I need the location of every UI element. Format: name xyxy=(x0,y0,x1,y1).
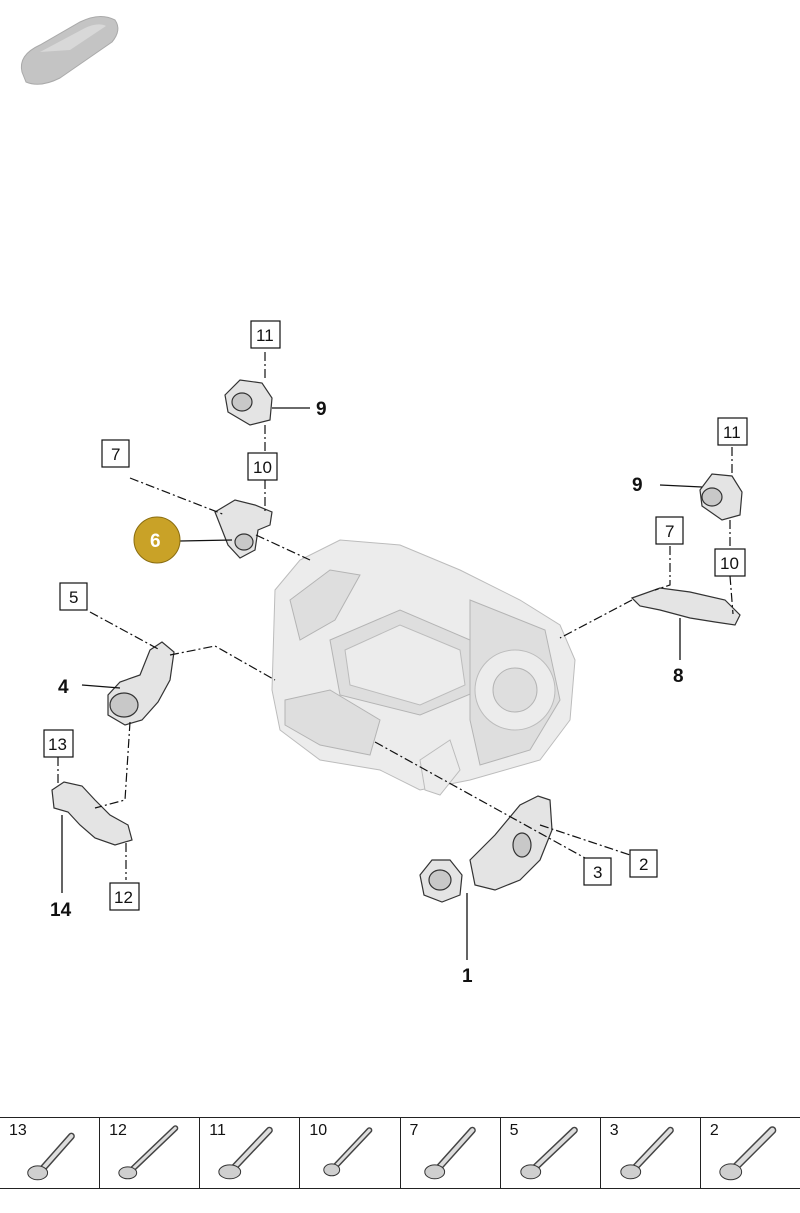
alignment-lines xyxy=(57,352,734,880)
fastener-cell: 11 xyxy=(199,1118,299,1188)
callout-9-top: 9 xyxy=(316,399,327,420)
callout-5: 5 xyxy=(69,588,78,607)
fastener-strip: 13 12 11 10 7 xyxy=(0,1117,800,1189)
callout-7-left: 7 xyxy=(111,445,120,464)
callout-6: 6 xyxy=(150,531,161,552)
bolt-icon xyxy=(218,1126,274,1180)
callout-4: 4 xyxy=(58,677,69,698)
car-silhouette-icon xyxy=(20,16,119,85)
leader-lines xyxy=(61,407,703,960)
part-14-bracket xyxy=(51,781,133,846)
callout-11-top: 11 xyxy=(256,326,274,345)
callout-10-right: 10 xyxy=(720,554,739,573)
bolt-icon xyxy=(519,1126,578,1180)
fastener-number: 3 xyxy=(609,1122,619,1139)
callout-11-right: 11 xyxy=(723,423,741,442)
fastener-cell: 2 xyxy=(699,1118,800,1188)
bolt-icon xyxy=(719,1126,777,1181)
part-9-right-mount xyxy=(699,473,743,521)
callout-7-right: 7 xyxy=(665,522,674,541)
fastener-number: 7 xyxy=(409,1122,419,1139)
bolt-icon xyxy=(118,1125,179,1180)
fastener-number: 5 xyxy=(509,1122,519,1139)
fastener-cell: 10 xyxy=(299,1118,399,1188)
fastener-number: 13 xyxy=(9,1122,27,1139)
bolt-icon xyxy=(423,1126,476,1180)
part-6-bracket xyxy=(214,499,273,559)
fastener-number: 10 xyxy=(309,1122,328,1139)
callout-10-top: 10 xyxy=(253,458,272,477)
electric-drive-unit xyxy=(271,539,576,796)
part-9-upper-mount xyxy=(224,379,273,426)
boxed-callouts: 11 10 7 11 7 10 5 13 12 3 2 xyxy=(43,320,748,911)
fastener-number: 11 xyxy=(209,1122,226,1139)
bolt-icon xyxy=(323,1127,373,1177)
fastener-cell: 12 xyxy=(99,1118,199,1188)
callout-3: 3 xyxy=(593,863,602,882)
callout-14: 14 xyxy=(50,900,72,921)
bolt-icon xyxy=(27,1132,75,1181)
fastener-cell: 3 xyxy=(599,1118,700,1188)
callout-12: 12 xyxy=(114,888,133,907)
fastener-number: 2 xyxy=(709,1122,719,1139)
callout-9-right: 9 xyxy=(632,475,643,496)
fastener-cell: 7 xyxy=(399,1118,500,1188)
bolt-icon xyxy=(620,1126,674,1180)
part-8-bracket xyxy=(630,587,741,626)
callout-1: 1 xyxy=(462,966,473,987)
callout-8: 8 xyxy=(673,666,684,687)
fastener-cell: 5 xyxy=(499,1118,600,1188)
fastener-cell: 13 xyxy=(0,1118,99,1188)
fastener-number: 12 xyxy=(109,1122,127,1139)
part-4-mount xyxy=(107,641,175,726)
callout-13: 13 xyxy=(48,735,67,754)
part-1-rear-mount xyxy=(419,795,553,903)
callout-2: 2 xyxy=(639,855,648,874)
callout-6-highlight: 6 xyxy=(133,516,181,564)
